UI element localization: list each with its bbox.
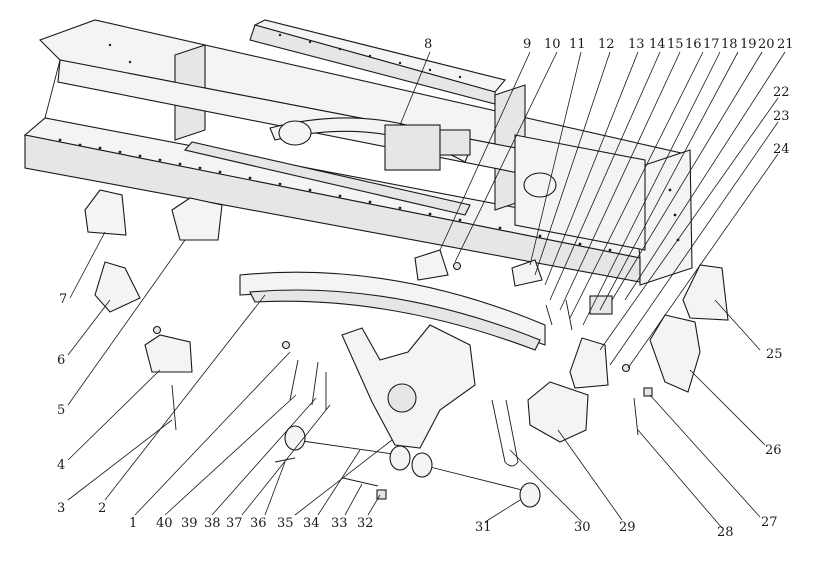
callout-23: 23 — [773, 109, 790, 124]
callout-2: 2 — [98, 501, 106, 516]
callout-31: 31 — [475, 520, 492, 535]
callout-18: 18 — [721, 37, 738, 52]
callout-6: 6 — [57, 353, 65, 368]
callout-25: 25 — [766, 347, 783, 362]
callout-7: 7 — [59, 292, 67, 307]
callout-4: 4 — [57, 458, 65, 473]
callout-28: 28 — [717, 525, 734, 540]
callout-36: 36 — [250, 516, 267, 531]
callout-40: 40 — [156, 516, 173, 531]
leader-lines — [67, 51, 786, 529]
exploded-parts — [84, 189, 729, 508]
callout-20: 20 — [758, 37, 775, 52]
callout-16: 16 — [685, 37, 702, 52]
callout-19: 19 — [740, 37, 757, 52]
callout-22: 22 — [773, 85, 790, 100]
callout-35: 35 — [277, 516, 294, 531]
callout-39: 39 — [181, 516, 198, 531]
callout-37: 37 — [226, 516, 243, 531]
callout-10: 10 — [544, 37, 561, 52]
callout-33: 33 — [331, 516, 348, 531]
callout-8: 8 — [424, 37, 432, 52]
callout-13: 13 — [628, 37, 645, 52]
callout-32: 32 — [357, 516, 374, 531]
callout-1: 1 — [129, 516, 137, 531]
callout-17: 17 — [703, 37, 720, 52]
callout-5: 5 — [57, 403, 65, 418]
callout-9: 9 — [523, 37, 531, 52]
callout-3: 3 — [57, 501, 65, 516]
callout-29: 29 — [619, 520, 636, 535]
callout-11: 11 — [569, 37, 586, 52]
chassis-frame — [23, 19, 693, 286]
callout-12: 12 — [598, 37, 615, 52]
callout-30: 30 — [574, 520, 591, 535]
callout-38: 38 — [204, 516, 221, 531]
callout-34: 34 — [303, 516, 320, 531]
callout-26: 26 — [765, 443, 782, 458]
callout-labels: 8 9 10 11 12 13 14 15 16 17 18 19 20 21 … — [57, 37, 794, 540]
callout-21: 21 — [777, 37, 794, 52]
callout-14: 14 — [649, 37, 666, 52]
callout-27: 27 — [761, 515, 778, 530]
callout-24: 24 — [773, 142, 790, 157]
callout-15: 15 — [667, 37, 684, 52]
